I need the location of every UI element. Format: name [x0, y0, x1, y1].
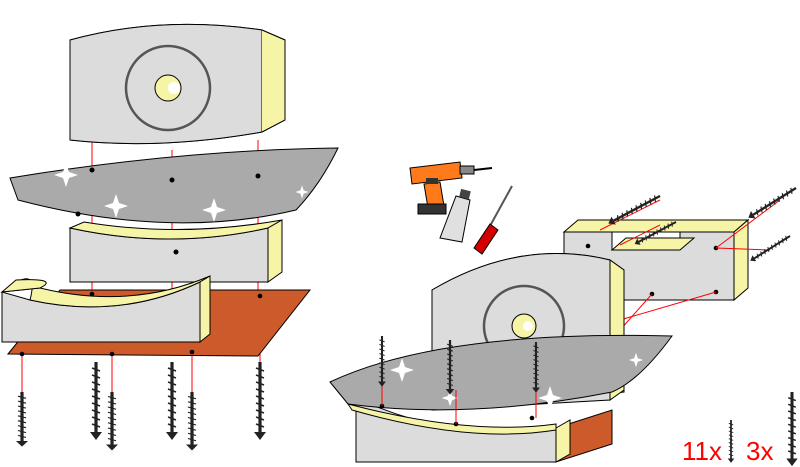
- exploded-view: [0, 23, 339, 452]
- glue-tube-icon: [439, 188, 471, 243]
- drill-icon: [409, 161, 493, 215]
- long-screw-count: 3x: [746, 436, 774, 466]
- screws-left: [15, 361, 267, 452]
- screwdriver-icon: [473, 185, 513, 255]
- long-screw-icon: [785, 391, 799, 467]
- short-screw-count: 11x: [682, 436, 722, 466]
- metal-sheet-right: [329, 334, 673, 435]
- tools: [409, 161, 513, 255]
- screws-sheet: [377, 335, 541, 424]
- cradle-block-middle: [68, 219, 283, 283]
- metal-sheet-left: [9, 147, 339, 235]
- curved-support-bottom: [0, 275, 211, 344]
- hub-ring: [124, 44, 212, 132]
- side-panel-top: [69, 23, 286, 145]
- assembled-view: [329, 183, 799, 463]
- short-screw-icon: [727, 419, 735, 464]
- guide-lines-right: [599, 199, 781, 331]
